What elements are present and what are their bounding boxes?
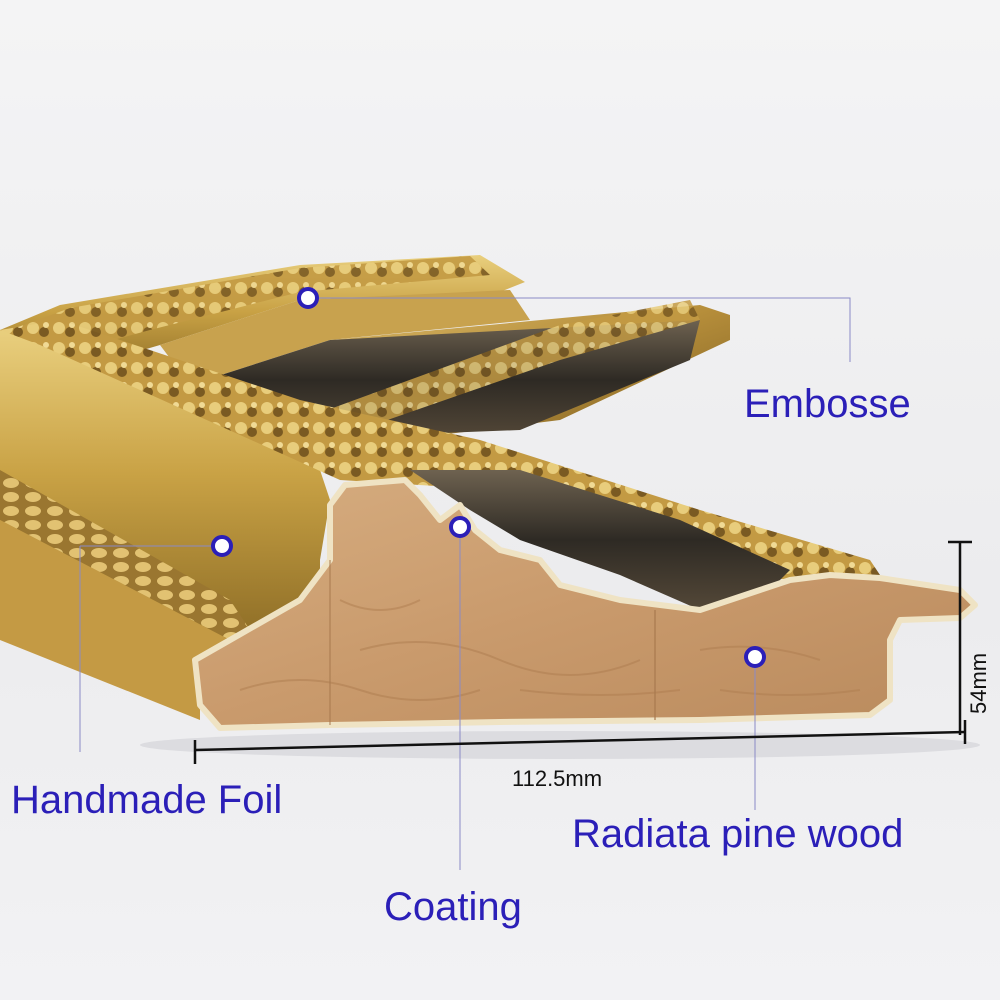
width-dimension-line	[194, 730, 966, 752]
embosse-label: Embosse	[744, 382, 911, 426]
front-rail-channel	[410, 470, 790, 610]
height-dimension-label: 54mm	[966, 652, 991, 714]
pine-wood-marker	[744, 646, 766, 668]
back-rail-ornament	[10, 256, 490, 360]
coating-label: Coating	[384, 885, 522, 929]
front-rail-lower-lip	[0, 520, 230, 720]
callout-lines	[79, 297, 851, 870]
handmade-foil-label: Handmade Foil	[11, 778, 283, 822]
width-dimension-label: 112.5mm	[512, 766, 603, 791]
front-rail-bead-row	[0, 470, 250, 640]
pine-wood-label: Radiata pine wood	[572, 812, 904, 856]
handmade-foil-marker	[211, 535, 233, 557]
shadow	[140, 731, 980, 759]
callout-markers	[211, 287, 766, 668]
side-rail-ornament	[300, 300, 700, 440]
dimension-lines	[193, 540, 972, 764]
coating-marker	[449, 516, 471, 538]
embosse-marker	[297, 287, 319, 309]
pine-wood-cross-section	[192, 477, 978, 731]
back-rail-inner-lip	[160, 290, 530, 385]
